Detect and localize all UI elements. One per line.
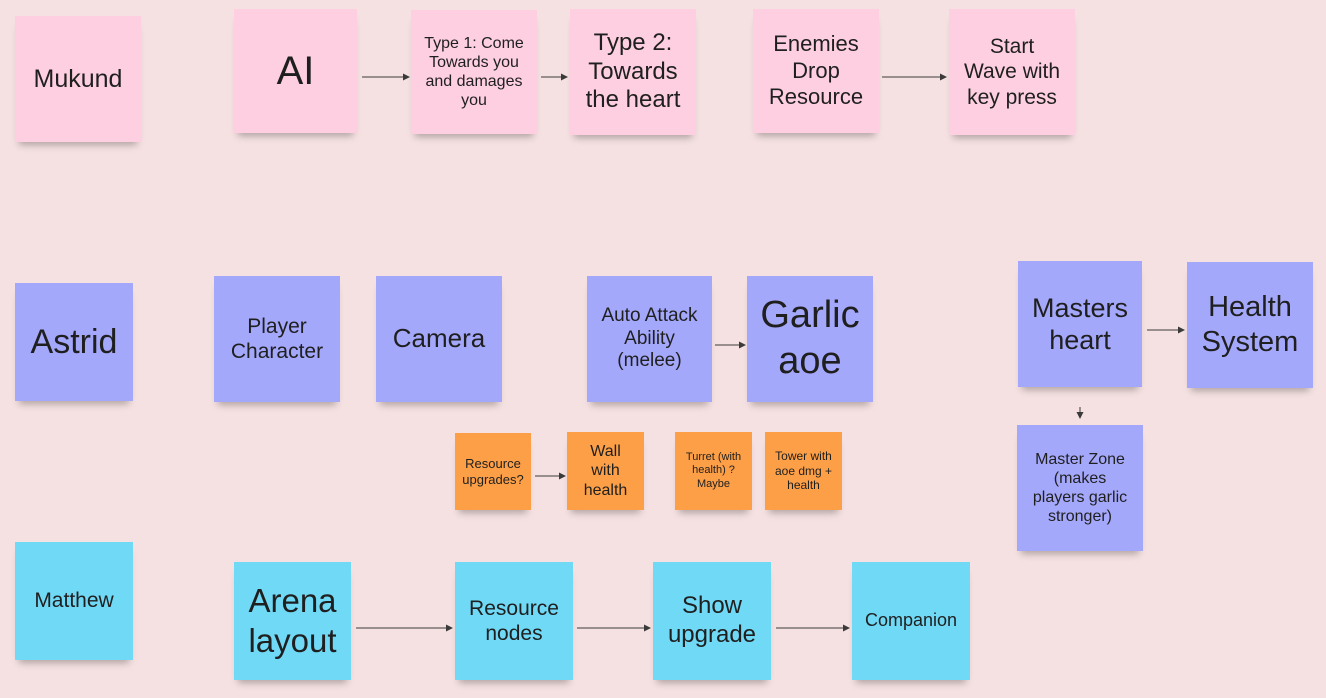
note-turret[interactable]: Turret (with health) ? Maybe bbox=[675, 432, 752, 510]
note-tower[interactable]: Tower with aoe dmg + health bbox=[765, 432, 842, 510]
note-enemies-drop[interactable]: Enemies Drop Resource bbox=[753, 9, 879, 133]
note-ai-type1[interactable]: Type 1: Come Towards you and damages you bbox=[411, 10, 537, 134]
note-ai[interactable]: AI bbox=[234, 9, 357, 133]
note-master-zone[interactable]: Master Zone (makes players garlic strong… bbox=[1017, 425, 1143, 551]
note-show-upgrade[interactable]: Show upgrade bbox=[653, 562, 771, 680]
note-start-wave[interactable]: Start Wave with key press bbox=[949, 9, 1075, 135]
note-ai-type2[interactable]: Type 2: Towards the heart bbox=[570, 9, 696, 135]
note-matthew[interactable]: Matthew bbox=[15, 542, 133, 660]
note-arena-layout[interactable]: Arena layout bbox=[234, 562, 351, 680]
note-resource-nodes[interactable]: Resource nodes bbox=[455, 562, 573, 680]
note-auto-attack[interactable]: Auto Attack Ability (melee) bbox=[587, 276, 712, 402]
note-garlic-aoe[interactable]: Garlic aoe bbox=[747, 276, 873, 402]
note-player-character[interactable]: Player Character bbox=[214, 276, 340, 402]
note-health-system[interactable]: Health System bbox=[1187, 262, 1313, 388]
note-camera[interactable]: Camera bbox=[376, 276, 502, 402]
note-wall-with-health[interactable]: Wall with health bbox=[567, 432, 644, 510]
note-companion[interactable]: Companion bbox=[852, 562, 970, 680]
note-resource-upgrades[interactable]: Resource upgrades? bbox=[455, 433, 531, 510]
note-mukund[interactable]: Mukund bbox=[15, 16, 141, 142]
note-astrid[interactable]: Astrid bbox=[15, 283, 133, 401]
note-masters-heart[interactable]: Masters heart bbox=[1018, 261, 1142, 387]
